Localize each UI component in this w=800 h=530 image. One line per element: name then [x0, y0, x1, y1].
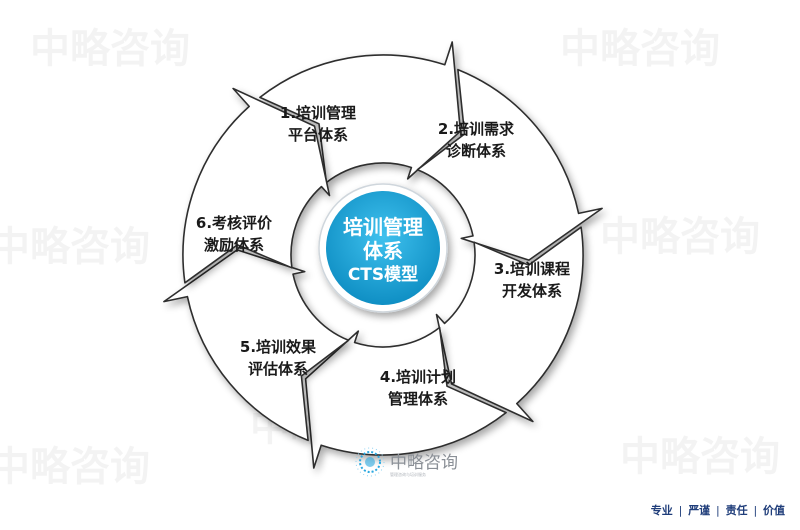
segment-3-line1: 3.培训课程	[494, 260, 570, 278]
segment-1-line2: 平台体系	[288, 126, 348, 144]
footer-item-professional: 专业	[650, 504, 673, 517]
footer-item-rigorous: 严谨	[688, 504, 711, 517]
footer-separator: |	[716, 504, 720, 517]
arrow-segment-5	[163, 249, 350, 442]
footer-item-responsibility: 责任	[725, 504, 748, 517]
segment-6-line1: 6.考核评价	[196, 214, 273, 232]
watermark-text: 中略咨询	[620, 434, 780, 480]
watermark-text: 中略咨询	[0, 444, 150, 490]
logo-tagline: 管理咨询与培训服务	[390, 471, 426, 477]
segment-1-line1: 1.培训管理	[280, 104, 356, 122]
logo-burst-icon	[355, 447, 385, 477]
segment-2-line1: 2.培训需求	[438, 120, 515, 138]
footer-separator: |	[753, 504, 758, 517]
watermark-text: 中略咨询	[0, 224, 150, 270]
footer-item-value: 价值	[763, 504, 785, 517]
arrow-segment-6	[182, 87, 331, 284]
center-circle	[326, 191, 440, 305]
segment-4-line1: 4.培训计划	[380, 368, 456, 386]
logo-name: 中略咨询	[390, 453, 458, 473]
watermark-text: 中略咨询	[30, 26, 190, 72]
segment-4-line2: 管理体系	[388, 390, 448, 408]
arrow-segment-4	[304, 326, 507, 469]
footer-separator: |	[678, 504, 683, 517]
arrow-segment-2	[416, 68, 603, 261]
center-title-line1: 培训管理	[343, 215, 423, 239]
arrow-ring	[163, 41, 603, 469]
center-hub: 培训管理 体系 CTS模型	[318, 183, 448, 313]
arrow-segment-1	[259, 41, 462, 184]
center-title-line2: 体系	[363, 239, 403, 263]
segment-2-line2: 诊断体系	[446, 142, 506, 160]
segment-6-line2: 激励体系	[204, 236, 264, 254]
logo: 中略咨询 管理咨询与培训服务	[355, 447, 458, 477]
center-title-line3: CTS模型	[348, 264, 418, 285]
segment-5-line1: 5.培训效果	[240, 338, 317, 356]
footer-values: 专业 | 严谨 | 责任 | 价值	[650, 502, 786, 518]
watermark-text: 中略咨询	[600, 214, 760, 260]
arrow-segment-3	[435, 226, 584, 423]
watermark-text: 中略咨询	[560, 26, 720, 72]
segment-5-line2: 评估体系	[248, 360, 308, 378]
segment-3-line2: 开发体系	[502, 282, 562, 300]
segment-labels: 1.培训管理 平台体系 2.培训需求 诊断体系 3.培训课程 开发体系 4.培训…	[196, 104, 570, 408]
